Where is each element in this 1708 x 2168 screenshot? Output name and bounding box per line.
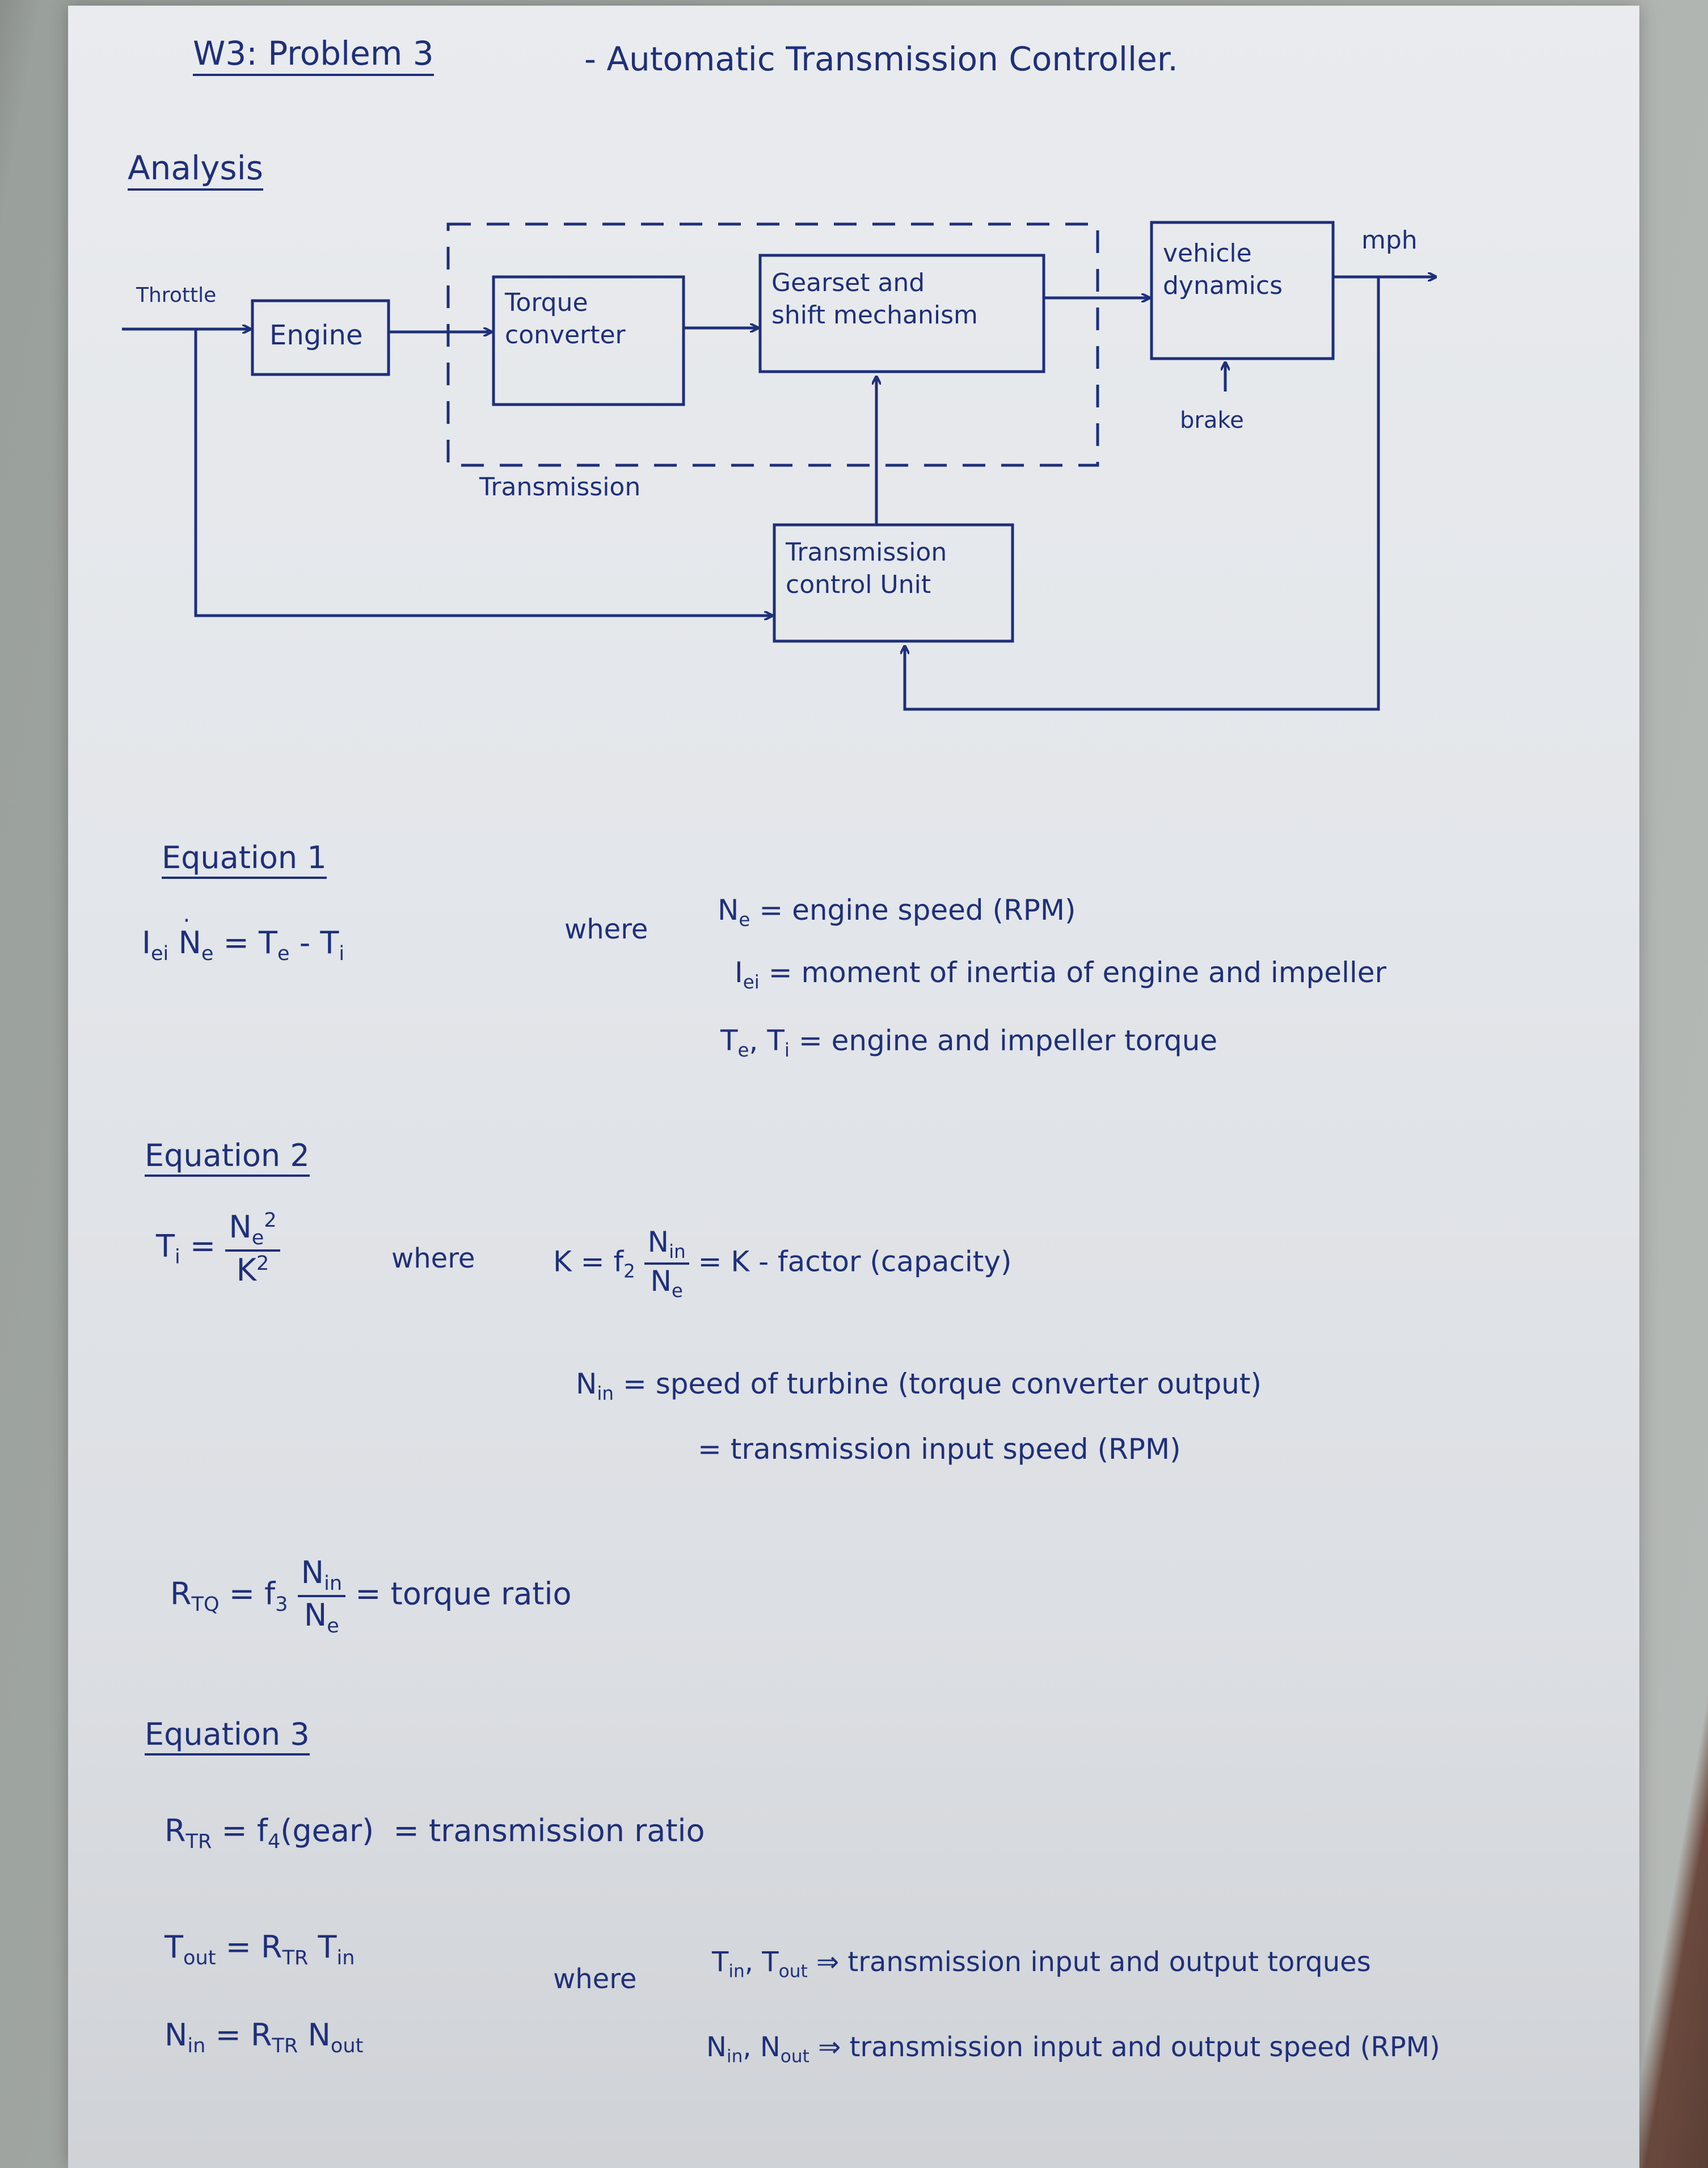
eq3-where: where [553,1963,637,1995]
eq3-where-torques: Tin, Tout ⇒ transmission input and outpu… [712,1946,1371,1982]
eq1-def-engine-speed: Ne = engine speed (RPM) [718,894,1076,931]
torque-converter-label: Torque converter [505,288,626,350]
mph-label: mph [1361,226,1418,255]
brake-label: brake [1180,407,1244,433]
eq3-heading: Equation 3 [145,1716,310,1756]
eq2-torque-ratio: RTQ = f3 Nin Ne = torque ratio [170,1555,572,1637]
transmission-boundary [446,222,1099,467]
engine-label: Engine [269,319,363,351]
eq1-where: where [564,913,648,945]
transmission-group-label: Transmission [479,473,641,502]
eq2-heading: Equation 2 [145,1138,310,1177]
eq2-nin-def2: = transmission input speed (RPM) [698,1433,1181,1466]
eq2-where: where [391,1243,475,1274]
eq2-formula: Ti = Ne2 K2 [156,1209,280,1288]
eq1-heading: Equation 1 [162,840,327,879]
gearset-block [758,254,1045,373]
eq2-nin-def1: Nin = speed of turbine (torque converter… [576,1367,1262,1404]
page-subtitle: - Automatic Transmission Controller. [584,40,1178,78]
tcu-block [773,523,1014,643]
throttle-label: Throttle [136,284,217,307]
torque-converter-block [492,275,685,406]
gearset-label: Gearset and shift mechanism [771,268,978,330]
eq1-formula: Iei ·Ne = Te - Ti [142,908,345,965]
vehicle-dynamics-block [1150,221,1335,360]
page-title: W3: Problem 3 [193,34,434,76]
eq3-where-speeds: Nin, Nout ⇒ transmission input and outpu… [706,2031,1440,2067]
engine-block [251,299,390,376]
eq1-def-inertia: Iei = moment of inertia of engine and im… [735,956,1387,993]
eq3-input-speed: Nin = RTR Nout [165,2017,364,2057]
eq3-output-torque: Tout = RTR Tin [165,1929,355,1969]
eq1-def-torque: Te, Ti = engine and impeller torque [720,1024,1218,1061]
tcu-label: Transmission control Unit [786,538,947,600]
vehicle-dynamics-label: vehicle dynamics [1163,239,1283,301]
analysis-heading: Analysis [128,149,263,191]
eq3-transmission-ratio: RTR = f4(gear) = transmission ratio [165,1813,705,1853]
eq2-k-factor: K = f2 Nin Ne = K - factor (capacity) [553,1226,1012,1302]
